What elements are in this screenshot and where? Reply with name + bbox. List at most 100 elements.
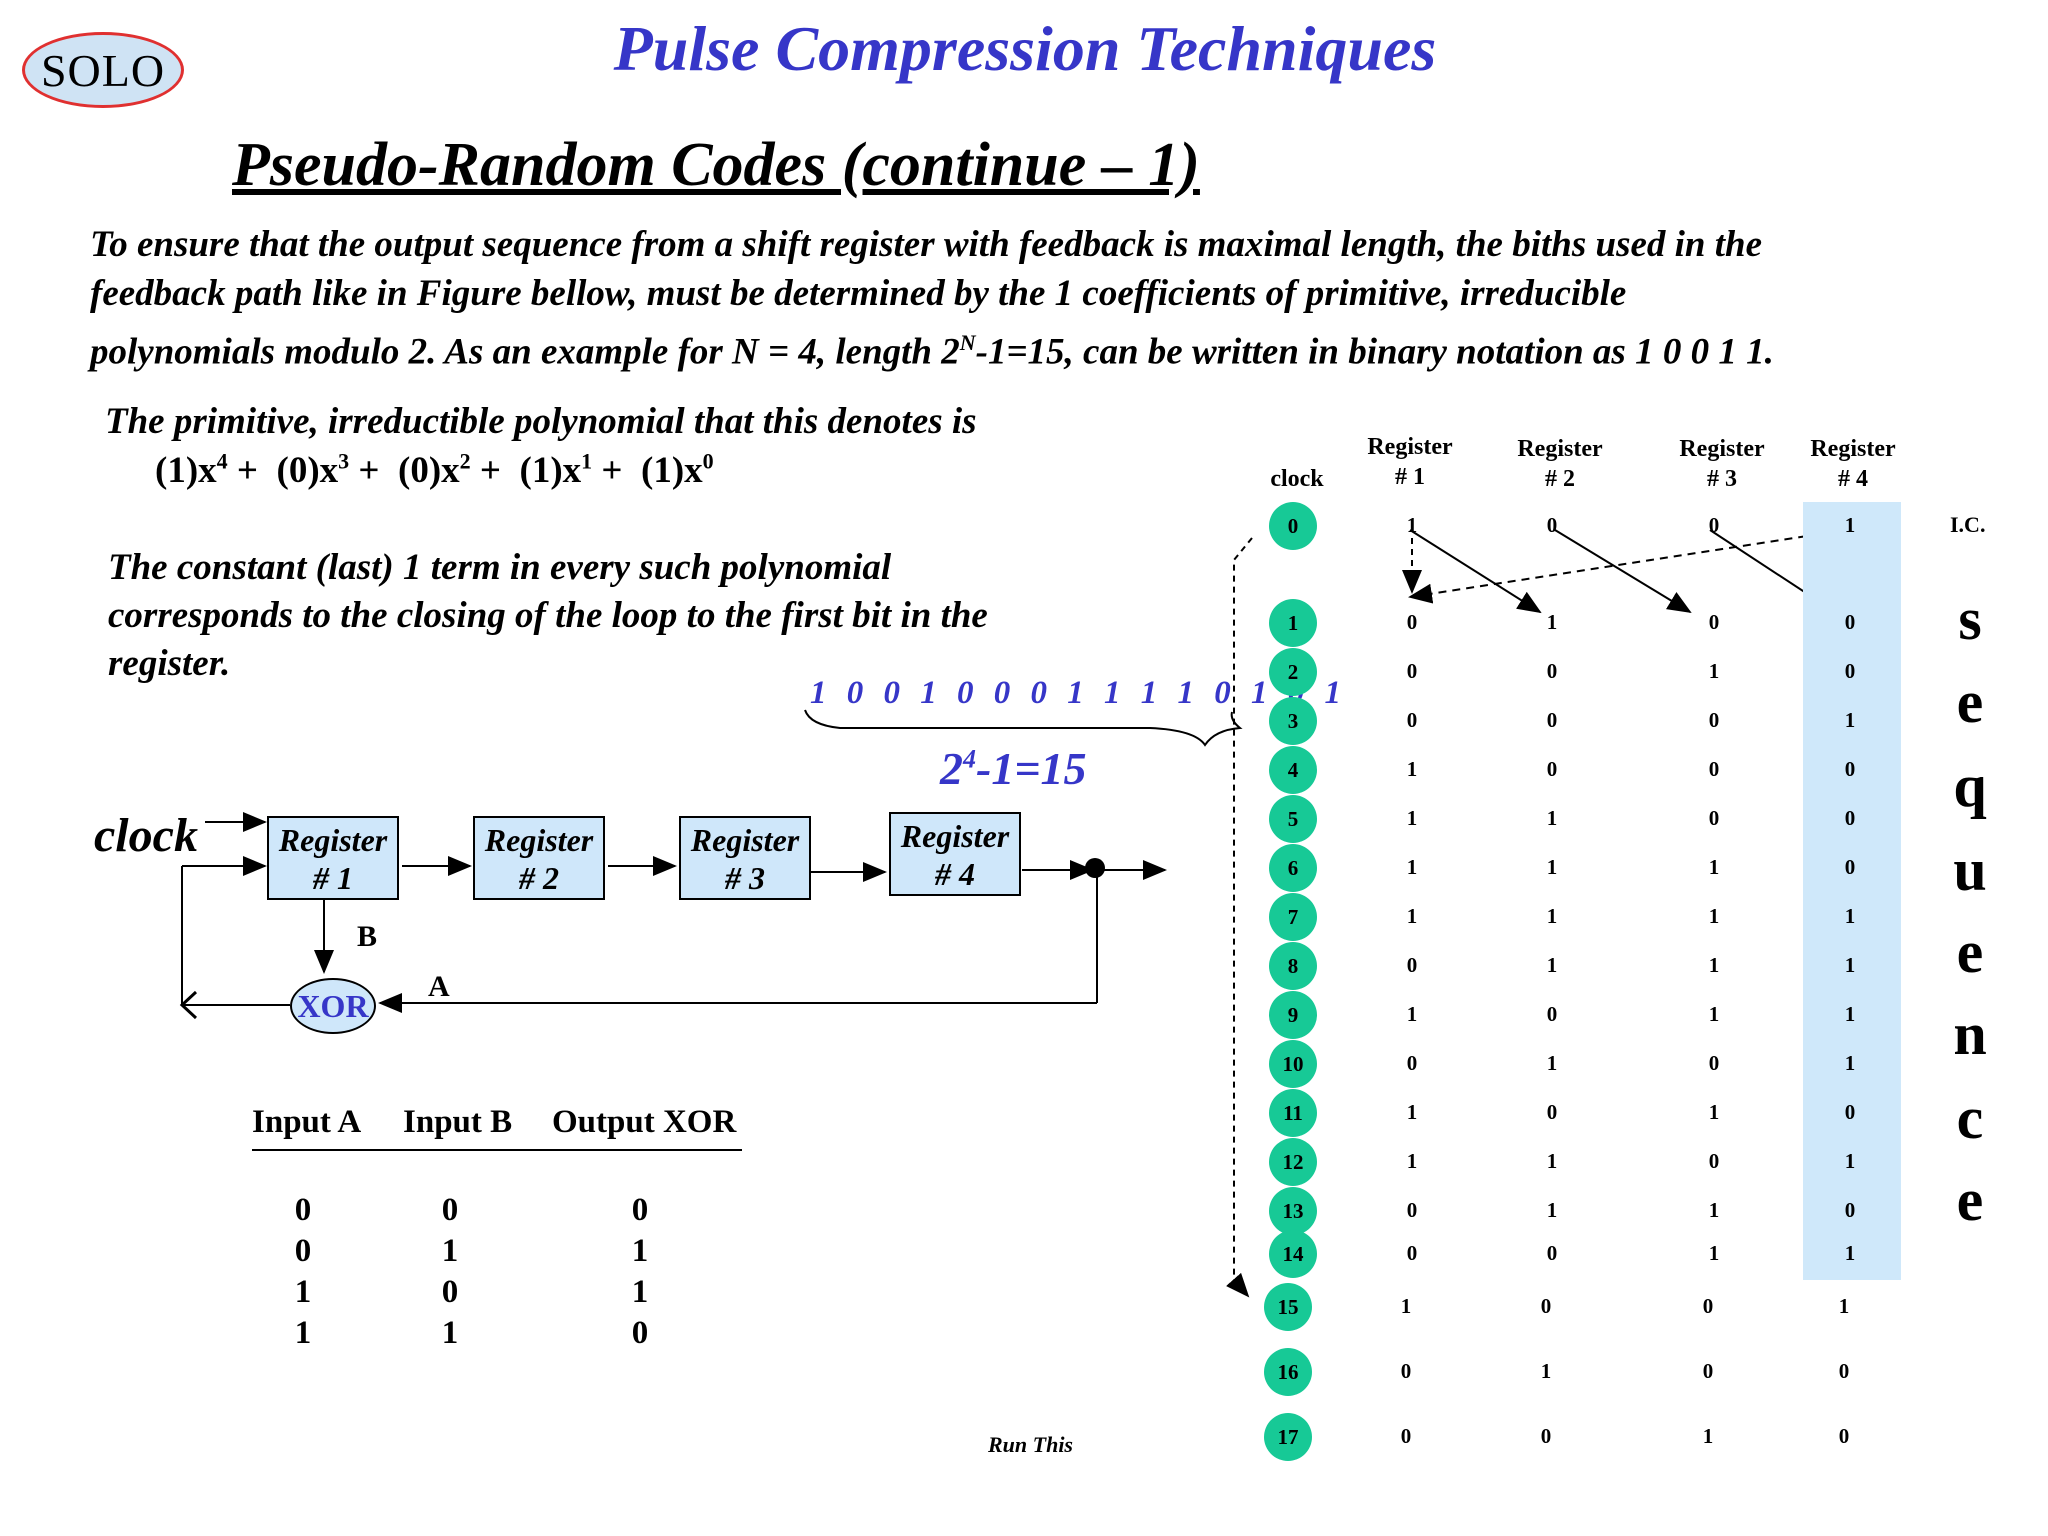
truth-cell: 0 (631, 1315, 649, 1351)
register-bit-cell: 1 (1546, 855, 1558, 879)
register-bit-cell: 0 (1406, 708, 1418, 732)
register-bit-cell: 0 (1708, 708, 1720, 732)
register-bit-cell: 1 (1844, 1051, 1856, 1075)
register-bit-cell: 0 (1844, 855, 1856, 879)
intro-line3-a: polynomials modulo 2. As an example for … (90, 331, 960, 373)
register-bit-cell: 1 (1406, 1100, 1418, 1124)
poly-sep: + (592, 450, 632, 492)
header-line2: # 2 (1545, 466, 1575, 492)
header-line2: # 4 (1838, 466, 1868, 492)
period-formula: 24-1=15 (940, 742, 1087, 795)
period-base: 2 (940, 743, 963, 794)
register-bit-cell: 0 (1702, 1359, 1714, 1383)
register-bit-cell: 0 (1540, 1294, 1552, 1318)
poly-coef: (0)x (276, 450, 339, 492)
register-bit-cell: 0 (1708, 513, 1720, 537)
register-4: Register # 4 (889, 812, 1021, 896)
sequence-letter: u (1953, 837, 1987, 903)
constant-line: The constant (last) 1 term in every such… (108, 547, 892, 588)
clock-step-badge: 13 (1269, 1187, 1317, 1235)
clock-label: clock (94, 809, 198, 862)
register-bit-cell: 1 (1546, 806, 1558, 830)
register-bit-cell: 0 (1546, 1241, 1558, 1265)
intro-line: polynomials modulo 2. As an example for … (90, 318, 1990, 376)
register-bit-cell: 0 (1708, 610, 1720, 634)
poly-sep: + (349, 450, 389, 492)
register-bit-cell: 1 (1546, 1198, 1558, 1222)
register-bit-cell: 0 (1400, 1359, 1412, 1383)
clock-step-badge: 3 (1269, 697, 1317, 745)
clock-step-badge: 1 (1269, 599, 1317, 647)
register-bit-cell: 0 (1546, 708, 1558, 732)
sequence-letter: c (1956, 1085, 1984, 1151)
truth-cell: 1 (294, 1315, 312, 1351)
register-bit-cell: 0 (1708, 1051, 1720, 1075)
label-a: A (428, 970, 450, 1003)
register-label: Register (484, 822, 594, 858)
sequence-loop-dashed (1225, 537, 1253, 1298)
register-label: Register (690, 822, 800, 858)
register-bit-cell: 1 (1546, 610, 1558, 634)
truth-cell: 0 (294, 1192, 312, 1228)
poly-term: (1)x0 (641, 449, 714, 491)
logo-text: SOLO (40, 44, 166, 96)
register-bit-cell: 0 (1406, 1198, 1418, 1222)
truth-cell: 1 (631, 1233, 649, 1269)
register-bit-cell: 1 (1702, 1424, 1714, 1448)
truth-header-input-a: Input A (252, 1104, 362, 1140)
poly-exp: 1 (581, 449, 593, 474)
register-bit-cell: 1 (1838, 1294, 1850, 1318)
register-bit-cell: 0 (1708, 1149, 1720, 1173)
register-3: Register # 3 (679, 816, 811, 900)
register-bit-cell: 1 (1400, 1294, 1412, 1318)
register-1: Register # 1 (267, 816, 399, 900)
register-bit-cell: 0 (1844, 806, 1856, 830)
sequence-letter: e (1956, 669, 1984, 735)
register-bit-cell: 1 (1844, 1002, 1856, 1026)
intro-line: To ensure that the output sequence from … (90, 224, 1763, 265)
register-bit-cell: 0 (1406, 610, 1418, 634)
truth-cell: 0 (631, 1192, 649, 1228)
register-bit-cell: 0 (1546, 1002, 1558, 1026)
output-node (1085, 858, 1105, 878)
truth-cell: 0 (294, 1233, 312, 1269)
register-bit-cell: 1 (1546, 904, 1558, 928)
initial-condition-label: I.C. (1950, 512, 1986, 537)
clock-step-badge: 17 (1264, 1413, 1312, 1461)
register-bit-cell: 0 (1540, 1424, 1552, 1448)
register-bit-cell: 0 (1406, 659, 1418, 683)
state-register-header: Register # 3 (1667, 434, 1777, 494)
register-bit-cell: 0 (1844, 1198, 1856, 1222)
register-bit-cell: 1 (1708, 855, 1720, 879)
sequence-brace (804, 709, 1243, 747)
register-bit-cell: 0 (1546, 659, 1558, 683)
register-bit-cell: 1 (1406, 757, 1418, 781)
register-bit-cell: 1 (1708, 904, 1720, 928)
register-bit-cell: 1 (1546, 1149, 1558, 1173)
register-label: Register (900, 818, 1010, 854)
clock-step-badge: 2 (1269, 648, 1317, 696)
register-number: # 4 (935, 856, 975, 892)
register-bit-cell: 1 (1546, 1051, 1558, 1075)
intro-line3-b: -1=15, can be written in binary notation… (975, 331, 1774, 373)
register-bit-cell: 0 (1546, 757, 1558, 781)
header-line2: # 3 (1707, 466, 1737, 492)
sequence-letter: n (1953, 1001, 1987, 1067)
constant-line: register. (108, 643, 231, 684)
solo-logo: SOLO (22, 32, 184, 108)
state-clock-header: clock (1270, 466, 1324, 492)
register-bit-cell: 0 (1546, 513, 1558, 537)
intro-line: feedback path like in Figure bellow, mus… (90, 273, 1627, 314)
register-bit-cell: 1 (1540, 1359, 1552, 1383)
poly-term: (0)x3 + (276, 449, 389, 492)
poly-coef: (0)x (398, 450, 460, 492)
truth-cell: 1 (441, 1315, 459, 1351)
clock-step-badge: 8 (1269, 942, 1317, 990)
register-bit-cell: 0 (1406, 1051, 1418, 1075)
register-bit-cell: 0 (1400, 1424, 1412, 1448)
register-bit-cell: 1 (1406, 1002, 1418, 1026)
poly-term: (1)x4 + (155, 449, 267, 491)
run-this-link[interactable]: Run This (988, 1432, 1073, 1457)
polynomial-expression: (1)x4 + (0)x3 + (0)x2 + (1)x1 + (1)x0 (155, 449, 714, 492)
register-bit-cell: 1 (1406, 806, 1418, 830)
